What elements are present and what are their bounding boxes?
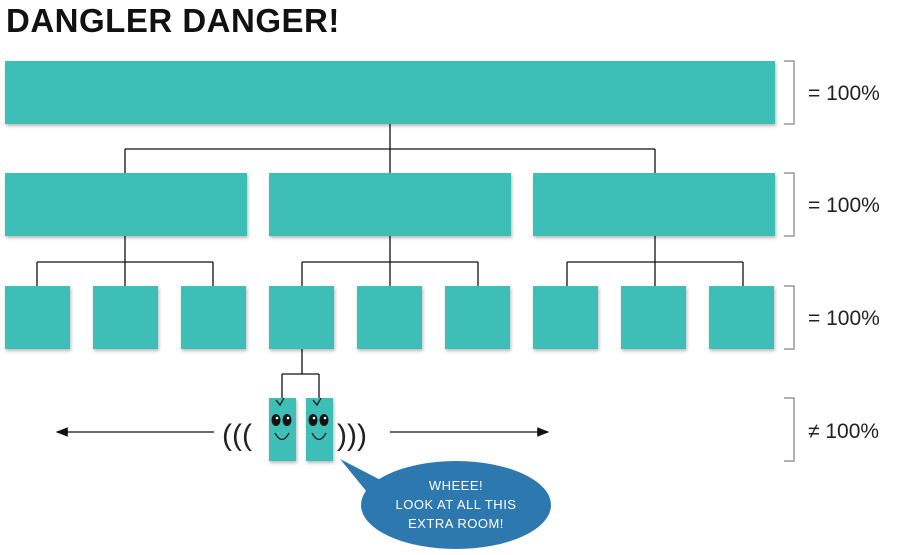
connector-root xyxy=(124,124,656,173)
speech-bubble: WHEEE! LOOK AT ALL THIS EXTRA ROOM! xyxy=(340,459,551,549)
page-title: DANGLER DANGER! xyxy=(6,2,340,39)
level2-box xyxy=(5,173,247,236)
motion-marks-left: ((( xyxy=(222,419,252,452)
bubble-line: EXTRA ROOM! xyxy=(408,516,504,531)
leaf-box xyxy=(181,286,246,349)
leaf-box xyxy=(357,286,422,349)
level-label: = 100% xyxy=(808,194,880,217)
connector-right xyxy=(566,236,744,286)
leaf-box xyxy=(621,286,686,349)
motion-marks-right: ))) xyxy=(337,419,367,452)
connector-middle xyxy=(301,236,479,286)
level-bracket xyxy=(784,172,795,237)
leaf-box xyxy=(5,286,70,349)
level2-box xyxy=(269,173,511,236)
connector-left xyxy=(36,236,214,286)
leaf-box xyxy=(709,286,774,349)
dangler-character-right xyxy=(306,397,333,461)
level-label: = 100% xyxy=(808,307,880,330)
level-label: ≠ 100% xyxy=(808,420,879,443)
leaf-box xyxy=(93,286,158,349)
level-label: = 100% xyxy=(808,82,880,105)
level2-box xyxy=(533,173,775,236)
leaf-box xyxy=(445,286,510,349)
bubble-line: LOOK AT ALL THIS xyxy=(396,497,517,512)
level-bracket xyxy=(784,285,795,350)
connector-lines xyxy=(36,124,744,398)
bubble-line: WHEEE! xyxy=(429,478,483,493)
level-bracket xyxy=(784,397,795,462)
leaf-box xyxy=(533,286,598,349)
root-box xyxy=(5,61,775,124)
connector-dangler xyxy=(281,349,320,398)
level-bracket xyxy=(784,60,795,125)
leaf-box xyxy=(269,286,334,349)
dangler-character-left xyxy=(269,397,296,461)
